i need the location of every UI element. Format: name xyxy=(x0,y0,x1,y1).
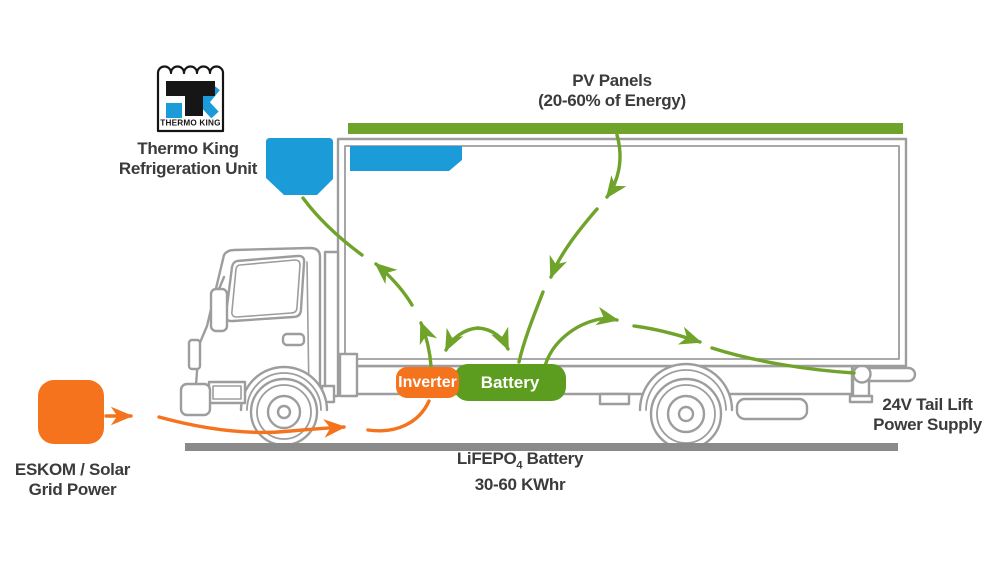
chassis-step xyxy=(598,392,631,406)
logo-brand-text: THERMO KING xyxy=(160,119,220,128)
arrow-to-refrigeration xyxy=(419,321,438,368)
front-bumper xyxy=(179,382,212,417)
tk-monogram xyxy=(166,81,220,119)
grid-power-label: ESKOM / Solar Grid Power xyxy=(14,460,131,499)
battery-badge: Battery xyxy=(454,364,566,401)
underbody-parts xyxy=(179,380,809,421)
cargo-box-inner xyxy=(344,145,900,360)
grid-power-box xyxy=(38,380,104,444)
refrigeration-unit-shape xyxy=(266,138,333,195)
battery-spec-line1: LiFEPO4 Battery xyxy=(456,449,584,472)
arrow-grid-to-inverter xyxy=(366,399,431,433)
ground-line xyxy=(185,443,898,451)
battery-badge-label: Battery xyxy=(480,372,540,392)
fuel-tank xyxy=(735,397,809,421)
front-wheel xyxy=(249,377,319,447)
rear-wheel xyxy=(649,377,723,451)
battery-spec-label: LiFEPO4 Battery 30-60 KWhr xyxy=(425,449,615,495)
inverter-badge-label: Inverter xyxy=(398,373,457,391)
green-energy-arrows xyxy=(301,133,856,375)
thermo-king-logo: THERMO KING xyxy=(156,65,225,133)
orange-grid-arrows xyxy=(104,399,431,438)
refrigeration-unit-label: Thermo King Refrigeration Unit xyxy=(118,139,258,178)
front-marker-light xyxy=(187,338,202,371)
cab-window-inner xyxy=(231,259,301,318)
cab-window xyxy=(224,254,306,323)
arrow-inverter-battery xyxy=(444,326,480,352)
side-mirror xyxy=(209,287,229,333)
inverter-badge: Inverter xyxy=(396,367,459,398)
tail-lift-pivot xyxy=(852,364,872,384)
tail-lift xyxy=(848,364,917,404)
tail-lift-label: 24V Tail Lift Power Supply xyxy=(873,395,982,434)
truck-cab xyxy=(187,246,359,404)
pv-panel-bar xyxy=(348,123,903,134)
pv-panels-label: PV Panels (20-60% of Energy) xyxy=(538,71,686,110)
arrow-battery-to-taillift xyxy=(543,306,619,368)
door-handle xyxy=(281,332,306,347)
arrow-grid-under-truck xyxy=(157,415,346,438)
evaporator-unit-shape xyxy=(350,146,462,171)
arrow-pv-to-battery xyxy=(605,133,627,199)
